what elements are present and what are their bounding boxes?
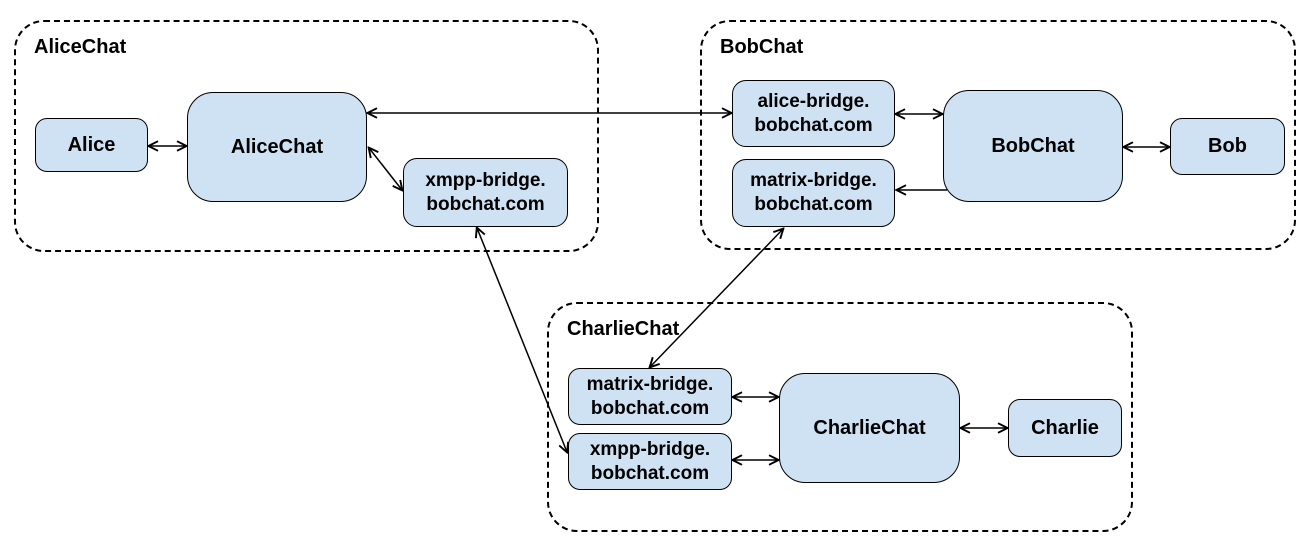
node-xmpp-bridge-alice: xmpp-bridge. bobchat.com (403, 158, 568, 227)
group-charliechat-label: CharlieChat (567, 318, 680, 340)
node-charlie: Charlie (1008, 399, 1122, 457)
node-alicechat-server: AliceChat (187, 92, 367, 202)
node-alice: Alice (35, 118, 148, 172)
group-alicechat: AliceChat (14, 20, 599, 252)
node-alice-bridge-bob: alice-bridge. bobchat.com (732, 80, 895, 147)
group-bobchat: BobChat (700, 20, 1296, 250)
node-xmpp-bridge-charlie: xmpp-bridge. bobchat.com (568, 433, 732, 490)
group-alicechat-label: AliceChat (34, 36, 127, 58)
node-bobchat-server: BobChat (943, 90, 1123, 202)
node-charliechat-server: CharlieChat (779, 373, 960, 483)
node-bob: Bob (1170, 118, 1285, 175)
node-matrix-bridge-charlie: matrix-bridge. bobchat.com (568, 368, 732, 425)
node-matrix-bridge-bob: matrix-bridge. bobchat.com (732, 159, 895, 227)
group-bobchat-label: BobChat (720, 36, 804, 58)
